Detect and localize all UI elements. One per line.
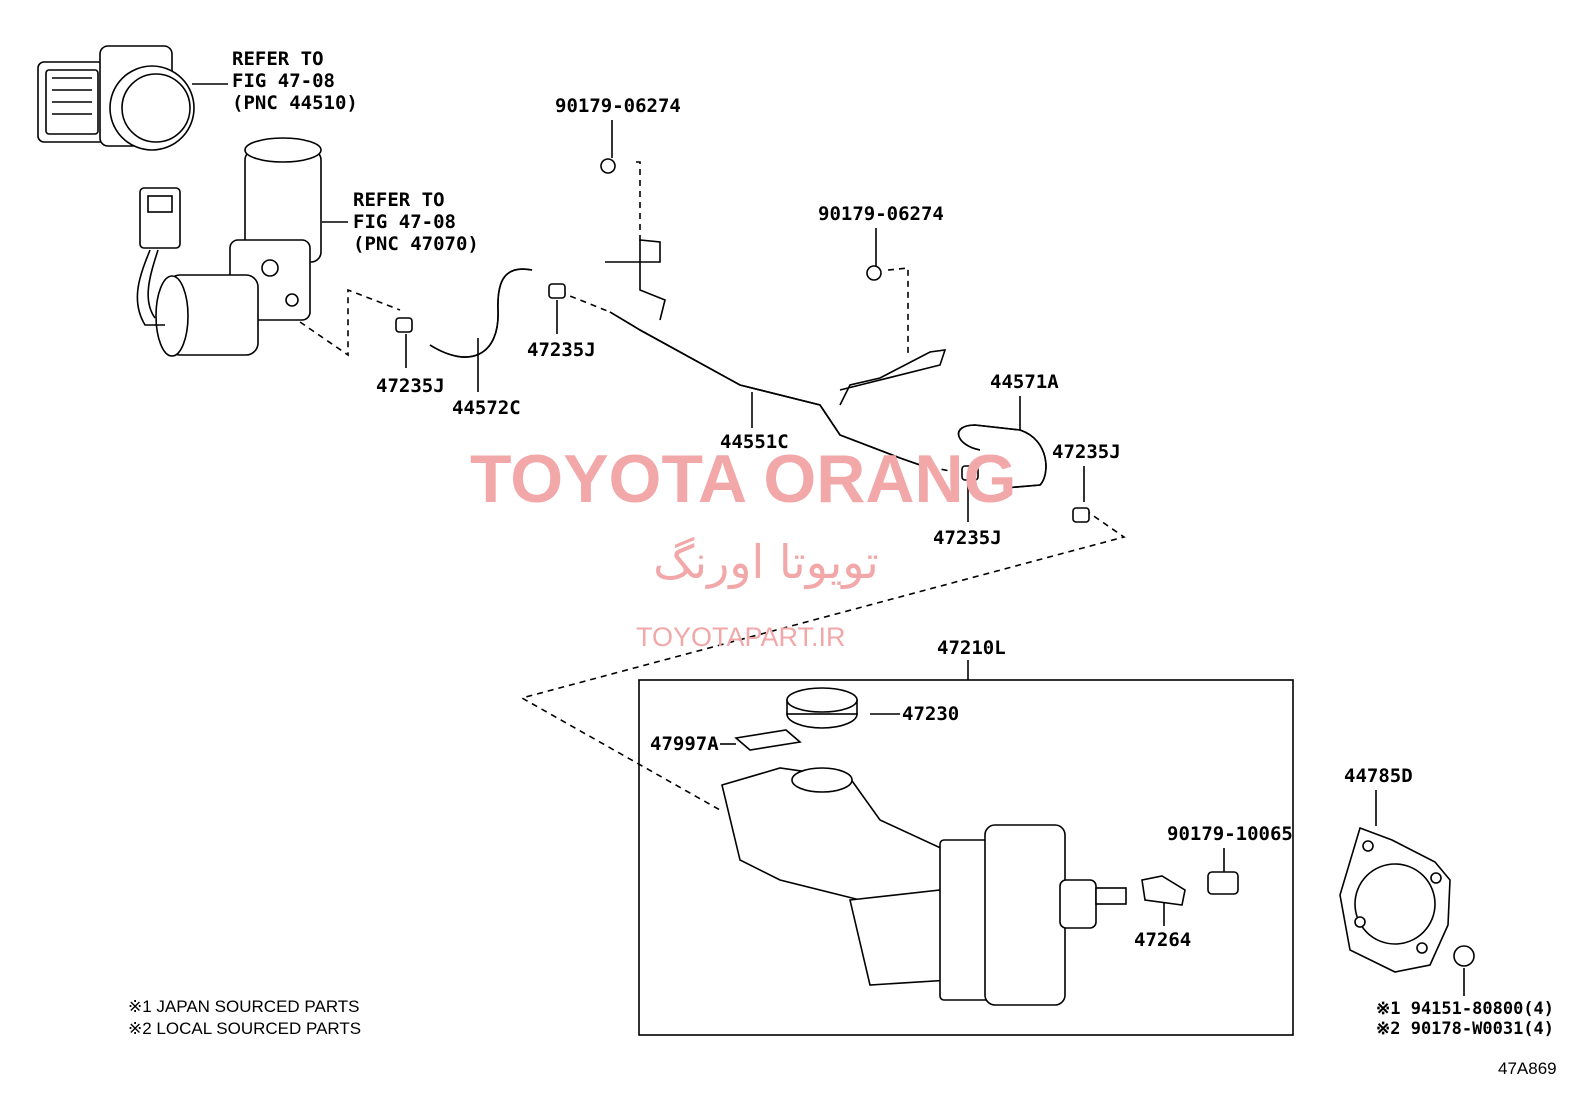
part-label: 44785D xyxy=(1344,765,1413,787)
refer-label-2-line3: (PNC 47070) xyxy=(353,233,479,255)
refer-label-1-line2: FIG 47-08 xyxy=(232,70,335,92)
watermark-site: TOYOTAPART.IR xyxy=(636,622,846,652)
part-label: 47235J xyxy=(933,527,1002,549)
assembly-box xyxy=(638,679,1294,1036)
part-label: 47230 xyxy=(902,703,959,725)
part-label: 47997A xyxy=(650,733,719,755)
abs-actuator-illustration xyxy=(37,45,228,151)
part-label: 47264 xyxy=(1134,929,1191,951)
part-label: 44571A xyxy=(990,371,1059,393)
watermark-brand: TOYOTA ORANG xyxy=(470,441,1017,517)
part-label: 47235J xyxy=(527,339,596,361)
refer-label-2-line1: REFER TO xyxy=(353,189,445,211)
part-label: 90179-10065 xyxy=(1167,823,1293,845)
refer-label-1-line3: (PNC 44510) xyxy=(232,92,358,114)
part-label: 90179-06274 xyxy=(555,95,681,117)
alt-part-label-2: ※2 90178-W0031(4) xyxy=(1376,1019,1554,1039)
refer-label-2-line2: FIG 47-08 xyxy=(353,211,456,233)
clips-illustration xyxy=(395,158,1090,523)
part-label: 47235J xyxy=(1052,441,1121,463)
part-label: 44551C xyxy=(720,431,789,453)
part-label: 90179-06274 xyxy=(818,203,944,225)
watermark-persian: تویوتا اورنگ xyxy=(653,535,879,590)
leader-lines xyxy=(405,120,1465,996)
figure-id: 47A869 xyxy=(1498,1059,1557,1078)
pump-motor-illustration xyxy=(136,137,401,357)
refer-label-1-line1: REFER TO xyxy=(232,48,324,70)
part-label: 47210L xyxy=(937,637,1006,659)
footnote-local: ※2 LOCAL SOURCED PARTS xyxy=(128,1019,361,1038)
alt-part-label-1: ※1 94151-80800(4) xyxy=(1376,999,1554,1019)
hose-pipe-illustration xyxy=(429,161,1126,811)
master-cylinder-illustration xyxy=(721,687,1239,1006)
part-label: 44572C xyxy=(452,397,521,419)
part-label: 47235J xyxy=(376,375,445,397)
footnote-japan: ※1 JAPAN SOURCED PARTS xyxy=(128,997,360,1016)
gasket-illustration xyxy=(1339,826,1475,973)
